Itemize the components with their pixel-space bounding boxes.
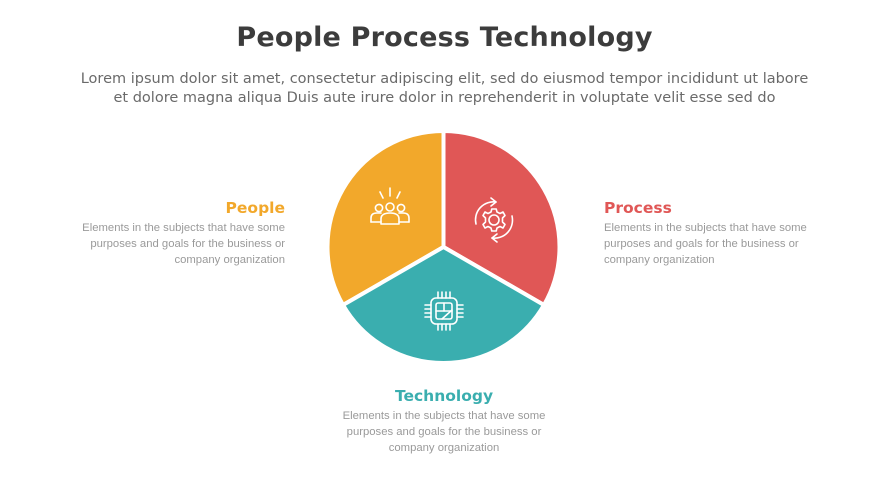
- people-description: Elements in the subjects that have some …: [40, 220, 285, 268]
- description-line: Elements in the subjects that have some: [604, 222, 807, 234]
- process-block: Process Elements in the subjects that ha…: [604, 198, 864, 268]
- technology-block: Technology Elements in the subjects that…: [294, 386, 594, 456]
- description-line: Elements in the subjects that have some: [342, 410, 546, 422]
- description-line: company organization: [174, 254, 285, 266]
- subtitle-line: Lorem ipsum dolor sit amet, consectetur …: [80, 71, 809, 87]
- description-line: purposes and goals for the business or: [346, 426, 542, 438]
- description-line: Elements in the subjects that have some: [82, 222, 285, 234]
- people-group-icon: [370, 187, 410, 225]
- technology-heading: Technology: [394, 387, 494, 405]
- process-description: Elements in the subjects that have some …: [604, 220, 864, 268]
- description-line: purposes and goals for the business or: [604, 238, 799, 250]
- process-heading: Process: [604, 199, 672, 217]
- description-line: purposes and goals for the business or: [90, 238, 285, 250]
- people-heading: People: [225, 199, 285, 217]
- gear-cycle-icon: [474, 197, 514, 243]
- cpu-chip-icon: [424, 291, 464, 331]
- description-line: company organization: [604, 254, 715, 266]
- subtitle-line: et dolore magna aliqua Duis aute irure d…: [113, 90, 776, 106]
- technology-description: Elements in the subjects that have some …: [294, 408, 594, 456]
- description-line: company organization: [388, 442, 500, 454]
- people-block: People Elements in the subjects that hav…: [40, 198, 285, 268]
- page-title: People Process Technology: [236, 22, 653, 53]
- page-subtitle: Lorem ipsum dolor sit amet, consectetur …: [20, 70, 869, 108]
